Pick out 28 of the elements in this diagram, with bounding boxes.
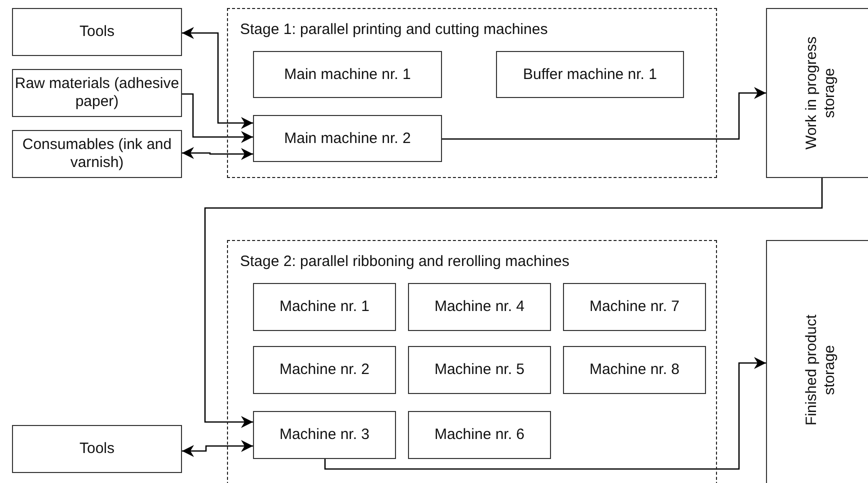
process-box: Machine nr. 1	[253, 283, 396, 331]
connector-arrow	[182, 147, 253, 160]
process-box: Machine nr. 8	[563, 346, 706, 394]
process-box: Machine nr. 4	[408, 283, 551, 331]
process-box: Buffer machine nr. 1	[496, 51, 684, 98]
process-box: Machine nr. 5	[408, 346, 551, 394]
process-box: Main machine nr. 2	[253, 115, 442, 162]
connector-arrow	[182, 27, 253, 129]
storage-box: Work in progress storage	[766, 8, 868, 178]
process-box: Main machine nr. 1	[253, 51, 442, 98]
connector-arrow	[182, 93, 253, 143]
process-box: Raw materials (adhesive paper)	[12, 69, 182, 117]
connector-arrow	[182, 440, 253, 457]
process-box: Consumables (ink and varnish)	[12, 130, 182, 178]
connector-arrow	[442, 87, 766, 140]
group-title: Stage 1: parallel printing and cutting machines	[240, 21, 548, 38]
dashed-group-frame	[227, 240, 717, 483]
connector-arrow	[204, 178, 823, 428]
process-box: Machine nr. 6	[408, 411, 551, 459]
process-box: Tools	[12, 425, 182, 473]
storage-box: Finished product storage	[766, 240, 868, 483]
dashed-group-frame	[227, 8, 717, 178]
connector-arrow	[324, 357, 766, 470]
process-box: Machine nr. 2	[253, 346, 396, 394]
group-title: Stage 2: parallel ribboning and rerolling machines	[240, 253, 570, 270]
process-box: Machine nr. 7	[563, 283, 706, 331]
process-box: Tools	[12, 8, 182, 56]
process-box: Machine nr. 3	[253, 411, 396, 459]
